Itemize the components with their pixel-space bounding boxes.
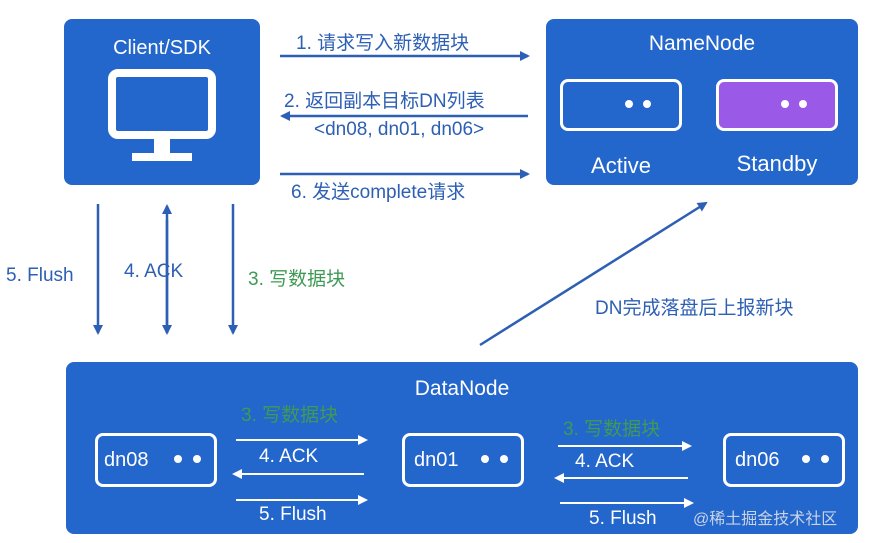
datanode-box: DataNode dn08 dn01 dn06 3. 写数据块 4. ACK 5… (66, 362, 858, 534)
monitor-icon (108, 69, 216, 161)
namenode-box: NameNode Active Standby (546, 19, 858, 185)
standby-label: Standby (736, 151, 818, 176)
standby-server-icon (716, 79, 838, 131)
step2-list-label: <dn08, dn01, dn06> (314, 119, 485, 140)
dn01-dn06-ack-label: 4. ACK (575, 451, 635, 472)
dn01-label: dn01 (414, 449, 459, 471)
client-ack-label: 4. ACK (124, 261, 184, 282)
dn01-dn06-flush-label: 5. Flush (589, 508, 657, 529)
dn08-node: dn08 (95, 433, 217, 487)
arrow-report (479, 201, 708, 347)
client-flush-label: 5. Flush (6, 265, 74, 286)
step2-label: 2. 返回副本目标DN列表 (284, 91, 485, 112)
report-label: DN完成落盘后上报新块 (595, 298, 794, 319)
step1-label: 1. 请求写入新数据块 (296, 33, 470, 54)
watermark: @稀土掘金技术社区 (693, 511, 838, 528)
dn01-dn06-write-label: 3. 写数据块 (563, 419, 661, 440)
dn08-label: dn08 (104, 449, 149, 471)
dn08-dn01-write-label: 3. 写数据块 (241, 405, 339, 426)
namenode-title: NameNode (648, 32, 756, 55)
dn06-label: dn06 (735, 449, 780, 471)
client-write-label: 3. 写数据块 (248, 269, 346, 290)
datanode-title: DataNode (414, 377, 510, 400)
client-sdk-box: Client/SDK (64, 19, 260, 185)
step6-label: 6. 发送complete请求 (291, 182, 466, 203)
dn08-dn01-flush-label: 5. Flush (259, 504, 327, 525)
dn08-dn01-ack-label: 4. ACK (259, 446, 319, 467)
dn06-node: dn06 (723, 433, 845, 487)
active-label: Active (591, 153, 651, 178)
client-sdk-title: Client/SDK (113, 37, 211, 59)
active-server-icon (560, 79, 682, 131)
dn01-node: dn01 (402, 433, 524, 487)
